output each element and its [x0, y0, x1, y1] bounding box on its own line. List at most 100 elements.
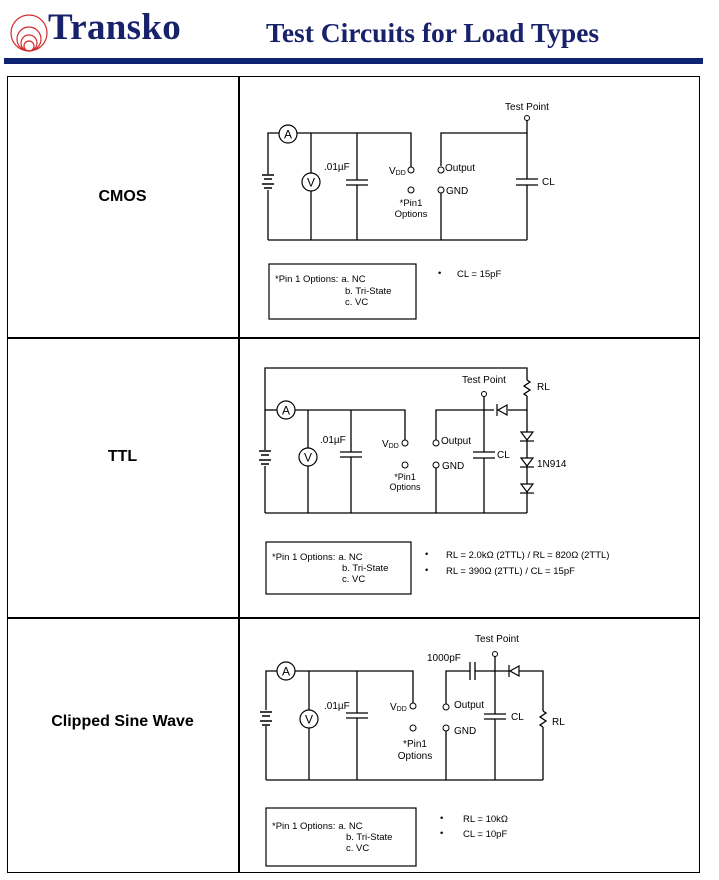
circuits-table	[7, 76, 700, 873]
bypass-cap-label: .01µF	[324, 162, 350, 173]
pin-option-b: b. Tri-State	[345, 286, 391, 297]
ammeter-icon: A	[276, 661, 296, 681]
pin-option-c: c. VC	[345, 297, 368, 308]
note-bullet: •	[440, 813, 443, 824]
diode-icon	[519, 483, 535, 494]
test-point-terminal-icon	[524, 115, 530, 121]
diode-icon	[508, 664, 520, 678]
cl-label: CL	[542, 177, 555, 188]
bypass-cap-label: .01µF	[324, 701, 350, 712]
pin-options-box	[265, 807, 417, 867]
pin1-label: *Pin1	[403, 739, 427, 750]
svg-text:V: V	[304, 451, 312, 465]
vdd-terminal-icon	[409, 702, 417, 710]
table-row-divider	[7, 617, 700, 619]
ttl-note-1: RL = 2.0kΩ (2TTL) / RL = 820Ω (2TTL)	[446, 550, 609, 561]
svg-text:A: A	[282, 404, 290, 418]
test-point-label: Test Point	[505, 102, 549, 113]
gnd-terminal-icon	[442, 724, 450, 732]
clipped-note-1: RL = 10kΩ	[463, 814, 508, 825]
output-terminal-icon	[442, 703, 450, 711]
vdd-label: VDD	[382, 439, 399, 450]
diode-icon	[519, 457, 535, 468]
battery-icon	[262, 174, 274, 189]
page-title: Test Circuits for Load Types	[266, 17, 600, 48]
pin-option-b: b. Tri-State	[346, 832, 392, 843]
gnd-terminal-icon	[437, 186, 445, 194]
pin1-terminal-icon	[409, 724, 417, 732]
pin-option-b: b. Tri-State	[342, 563, 388, 574]
pin-options-box	[268, 263, 417, 320]
note-bullet: •	[438, 268, 441, 279]
pin1-options-label: Options	[395, 209, 428, 220]
gnd-terminal-icon	[432, 461, 440, 469]
pin-options-box	[265, 541, 412, 595]
table-column-divider	[238, 76, 240, 873]
row-label-cmos: CMOS	[98, 188, 147, 205]
output-terminal-icon	[432, 439, 440, 447]
clipped-note-2: CL = 10pF	[463, 829, 507, 840]
pin-options-heading: *Pin 1 Options:a. NC	[275, 274, 366, 285]
battery-icon	[259, 450, 271, 465]
test-point-label: Test Point	[475, 634, 519, 645]
voltmeter-icon: V	[299, 709, 319, 729]
output-label: Output	[454, 700, 484, 711]
test-point-terminal-icon	[481, 391, 487, 397]
diode-icon	[496, 403, 508, 417]
test-point-terminal-icon	[492, 651, 498, 657]
output-label: Output	[445, 163, 475, 174]
diode-icon	[519, 431, 535, 442]
ttl-note-2: RL = 390Ω (2TTL) / CL = 15pF	[446, 566, 575, 577]
voltmeter-icon: V	[298, 447, 318, 467]
pin1-options-label: Options	[389, 482, 421, 492]
pin1-terminal-icon	[407, 186, 415, 194]
cl-label: CL	[511, 712, 524, 723]
transko-logo-icon	[10, 14, 48, 52]
bypass-cap-label: .01µF	[320, 435, 346, 446]
ammeter-icon: A	[278, 124, 298, 144]
voltmeter-icon: V	[301, 172, 321, 192]
test-point-label: Test Point	[462, 375, 506, 386]
note-bullet: •	[440, 828, 443, 839]
output-label: Output	[441, 436, 471, 447]
pin-options-heading: *Pin 1 Options:a. NC	[272, 552, 363, 563]
ammeter-icon: A	[276, 400, 296, 420]
note-bullet: •	[425, 549, 428, 560]
pin1-label: *Pin1	[400, 198, 423, 209]
pin1-label: *Pin1	[394, 472, 416, 482]
vdd-terminal-icon	[401, 439, 409, 447]
svg-text:V: V	[305, 713, 313, 727]
diode-part-label: 1N914	[537, 459, 567, 470]
gnd-label: GND	[442, 461, 464, 472]
battery-icon	[260, 711, 272, 726]
gnd-label: GND	[454, 726, 476, 737]
vdd-label: VDD	[390, 702, 407, 713]
note-bullet: •	[425, 565, 428, 576]
header-divider-bar	[4, 58, 703, 64]
svg-text:A: A	[284, 128, 292, 142]
wire	[267, 132, 279, 174]
cmos-note-1: CL = 15pF	[457, 269, 501, 280]
table-row-divider	[7, 337, 700, 339]
coupling-cap-label: 1000pF	[427, 653, 461, 664]
pin-options-heading: *Pin 1 Options:a. NC	[272, 821, 363, 832]
row-label-clipped-sine: Clipped Sine Wave	[51, 713, 194, 730]
wire	[297, 132, 412, 167]
pin-option-c: c. VC	[346, 843, 369, 854]
rl-label: RL	[537, 382, 550, 393]
gnd-label: GND	[446, 186, 468, 197]
brand-name: Transko	[48, 7, 182, 48]
svg-text:V: V	[307, 176, 315, 190]
svg-text:A: A	[282, 665, 290, 679]
pin-option-c: c. VC	[342, 574, 365, 585]
vdd-label: VDD	[389, 166, 406, 177]
rl-resistor-icon	[538, 710, 548, 728]
pin1-terminal-icon	[401, 461, 409, 469]
row-label-ttl: TTL	[107, 448, 138, 465]
cl-label: CL	[497, 450, 510, 461]
pin1-options-label: Options	[398, 751, 432, 762]
vdd-terminal-icon	[407, 166, 415, 174]
